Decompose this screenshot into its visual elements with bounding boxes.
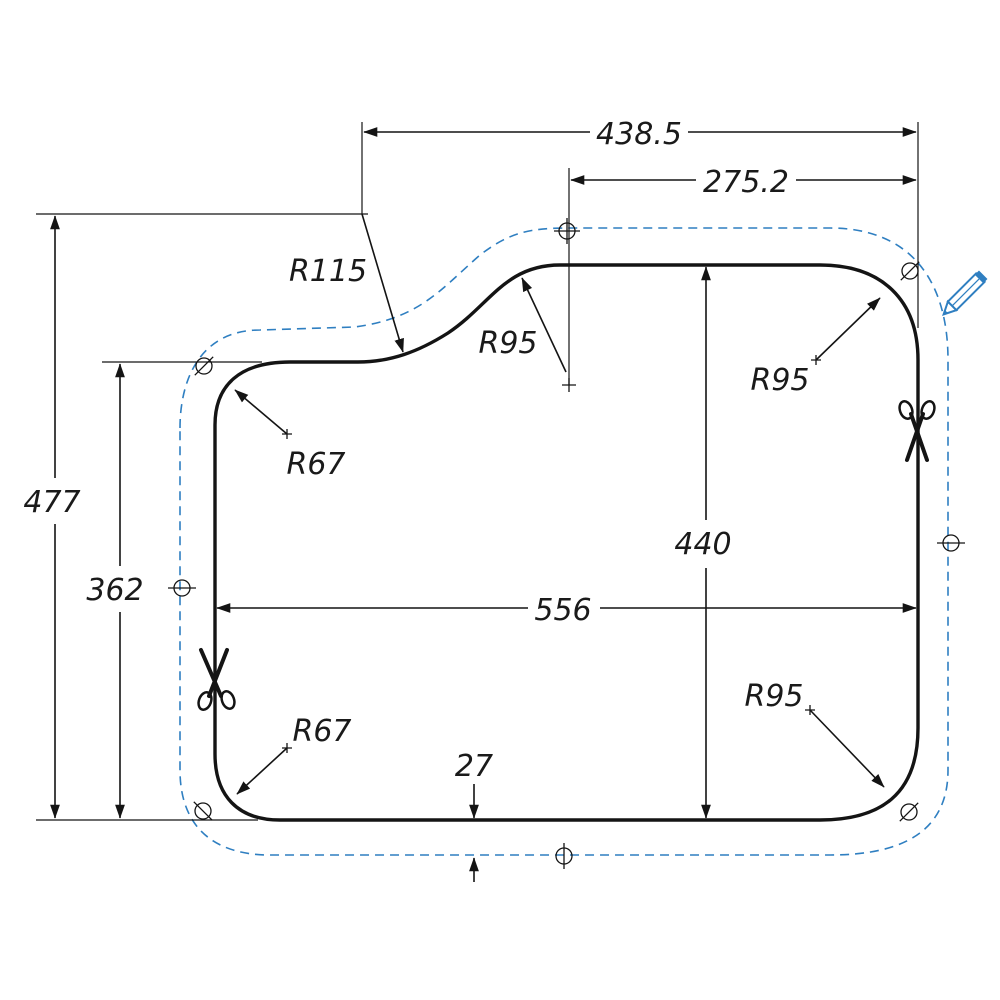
dim-label-556: 556 (534, 593, 591, 628)
leader-r95-bottom-right (809, 709, 885, 788)
leader-r67-bottom-left (236, 747, 288, 795)
dim-label-275: 275.2 (703, 165, 789, 200)
dim-label-438: 438.5 (596, 117, 682, 152)
radius-label-r115: R115 (289, 254, 367, 289)
center-mark-r95-bottom-right (805, 705, 815, 715)
crosshair-icon (937, 534, 965, 552)
dim-label-440: 440 (674, 527, 731, 562)
cut-line (179, 227, 949, 856)
crosshair-icon (194, 356, 214, 376)
leader-r95-top-right (815, 297, 881, 361)
center-mark-r67-top-left (282, 429, 292, 439)
leader-r95-top (521, 277, 567, 373)
radius-label-r67-bottom-left: R67 (292, 714, 351, 749)
sink-outline (213, 263, 920, 822)
crosshair-icon (899, 802, 919, 822)
pencil-icon (942, 270, 988, 316)
crosshair-icon (555, 843, 573, 869)
center-mark-r95-top (562, 378, 576, 392)
radius-label-r67-top-left: R67 (286, 447, 345, 482)
radius-label-r95-top: R95 (478, 326, 537, 361)
dim-label-362: 362 (86, 573, 143, 608)
scissors-icon (197, 648, 236, 711)
center-mark-r95-top-right (811, 355, 821, 365)
crosshair-icon (554, 218, 580, 244)
radius-label-r95-bottom-right: R95 (744, 679, 803, 714)
radius-label-r95-top-right: R95 (750, 363, 809, 398)
crosshair-icon (193, 801, 213, 821)
scissors-icon (898, 400, 936, 462)
leader-r115 (361, 213, 404, 353)
crosshair-icon (168, 579, 196, 597)
dim-label-27: 27 (455, 749, 493, 784)
crosshair-icon (900, 261, 920, 281)
leader-r67-top-left (234, 389, 288, 435)
dim-label-477: 477 (23, 485, 80, 520)
center-mark-r67-bottom-left (282, 743, 292, 753)
